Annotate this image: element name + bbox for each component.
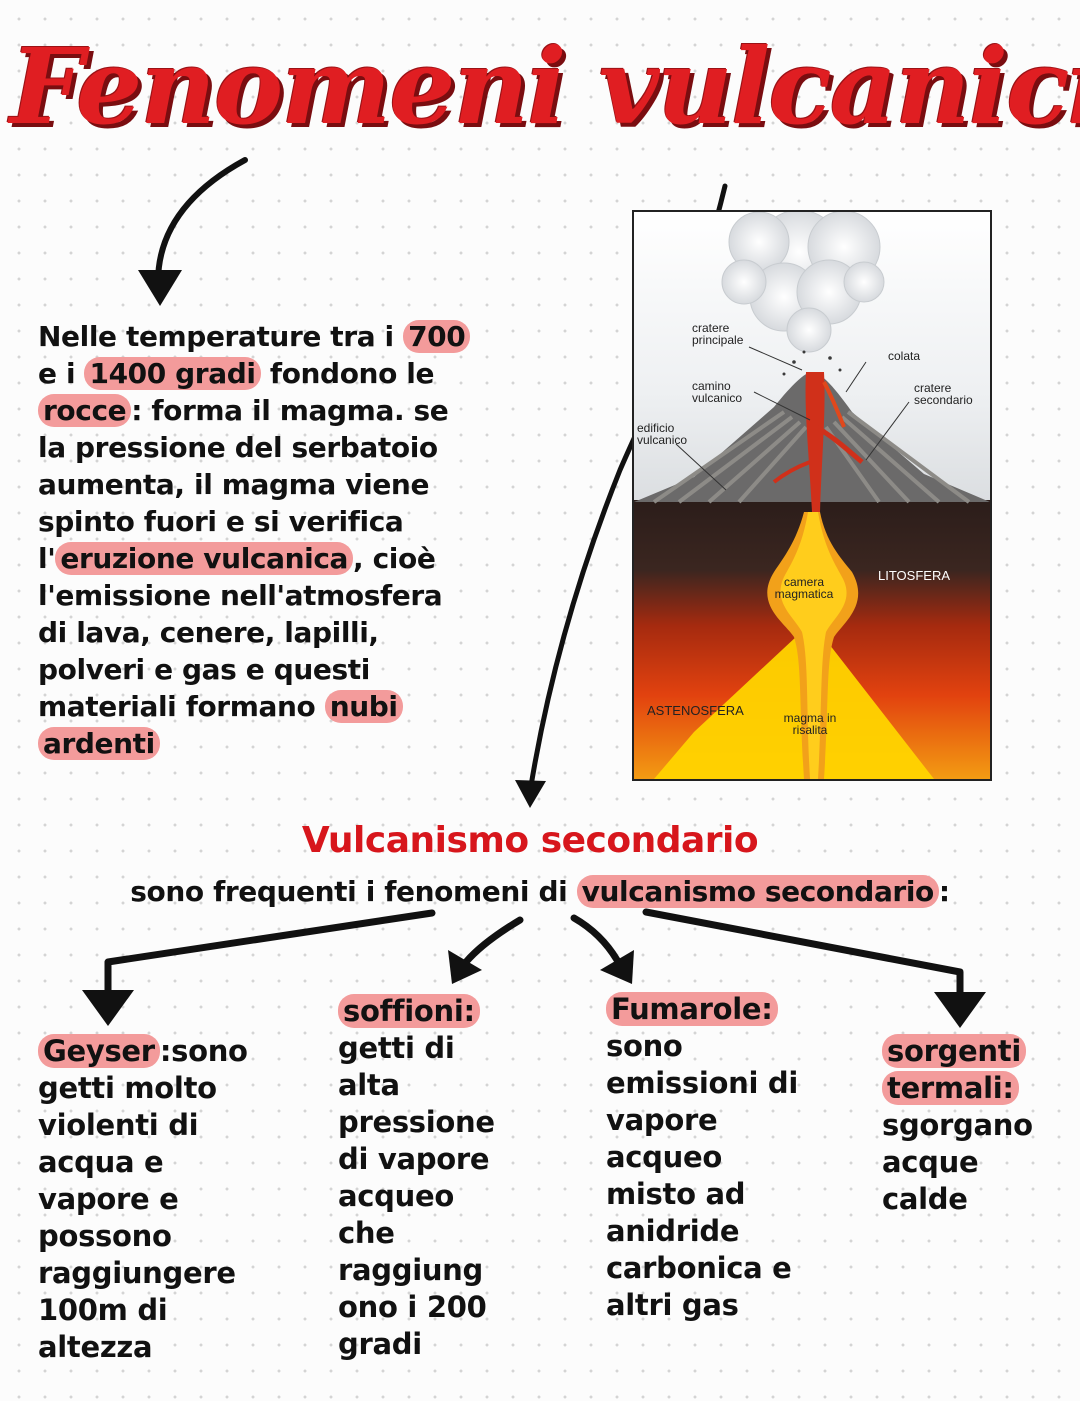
arrow-title-to-intro (155, 157, 248, 285)
highlight-vulcanismo-secondario: vulcanismo secondario (576, 875, 939, 908)
label-cratere-secondario: cratere secondario (914, 381, 973, 407)
highlight-700: 700 (403, 320, 471, 353)
arrow-to-fumarole (570, 914, 621, 964)
highlight-sorgenti-termali: sorgenti termali: (882, 1034, 1026, 1105)
sorgenti-termali-block: sorgenti termali: sgorgano acque calde (882, 1034, 1033, 1216)
label-camera-magmatica: camera magmatica (774, 575, 834, 601)
volcano-illustration (634, 212, 990, 779)
soffioni-block: soffioni: getti di alta pressione di vap… (338, 994, 495, 1361)
highlight-soffioni: soffioni: (338, 994, 480, 1028)
intro-paragraph: Nelle temperature tra i 700 e i 1400 gra… (38, 318, 478, 762)
label-cratere-principale: cratere principale (692, 321, 744, 347)
arrow-to-sorgenti (642, 908, 964, 1000)
secondary-intro-line: sono frequenti i fenomeni di vulcanismo … (130, 875, 950, 908)
highlight-geyser: Geyser (38, 1034, 160, 1068)
label-magma-in-risalita: magma in risalita (783, 711, 837, 737)
label-astenosfera: ASTENOSFERA (647, 703, 744, 718)
geyser-block: Geyser:sono getti molto violenti di acqu… (38, 1034, 248, 1364)
label-edificio-vulcanico: edificio vulcanico (637, 421, 688, 447)
page-title: Fenomeni vulcanici (10, 25, 1080, 148)
highlight-1400-gradi: 1400 gradi (84, 357, 261, 390)
label-camino-vulcanico: camino vulcanico (692, 379, 743, 405)
highlight-eruzione-vulcanica: eruzione vulcanica (55, 542, 354, 575)
section-title-vulcanismo-secondario: Vulcanismo secondario (301, 820, 759, 861)
label-litosfera: LITOSFERA (878, 568, 951, 583)
arrow-to-soffioni (462, 916, 524, 966)
highlight-fumarole: Fumarole: (606, 992, 778, 1026)
label-colata: colata (888, 349, 921, 363)
volcano-diagram: cratere principale colata camino vulcani… (632, 210, 992, 781)
arrow-to-geyser (104, 909, 436, 1004)
highlight-rocce: rocce (38, 394, 132, 427)
fumarole-block: Fumarole: sono emissioni di vapore acque… (606, 992, 798, 1322)
